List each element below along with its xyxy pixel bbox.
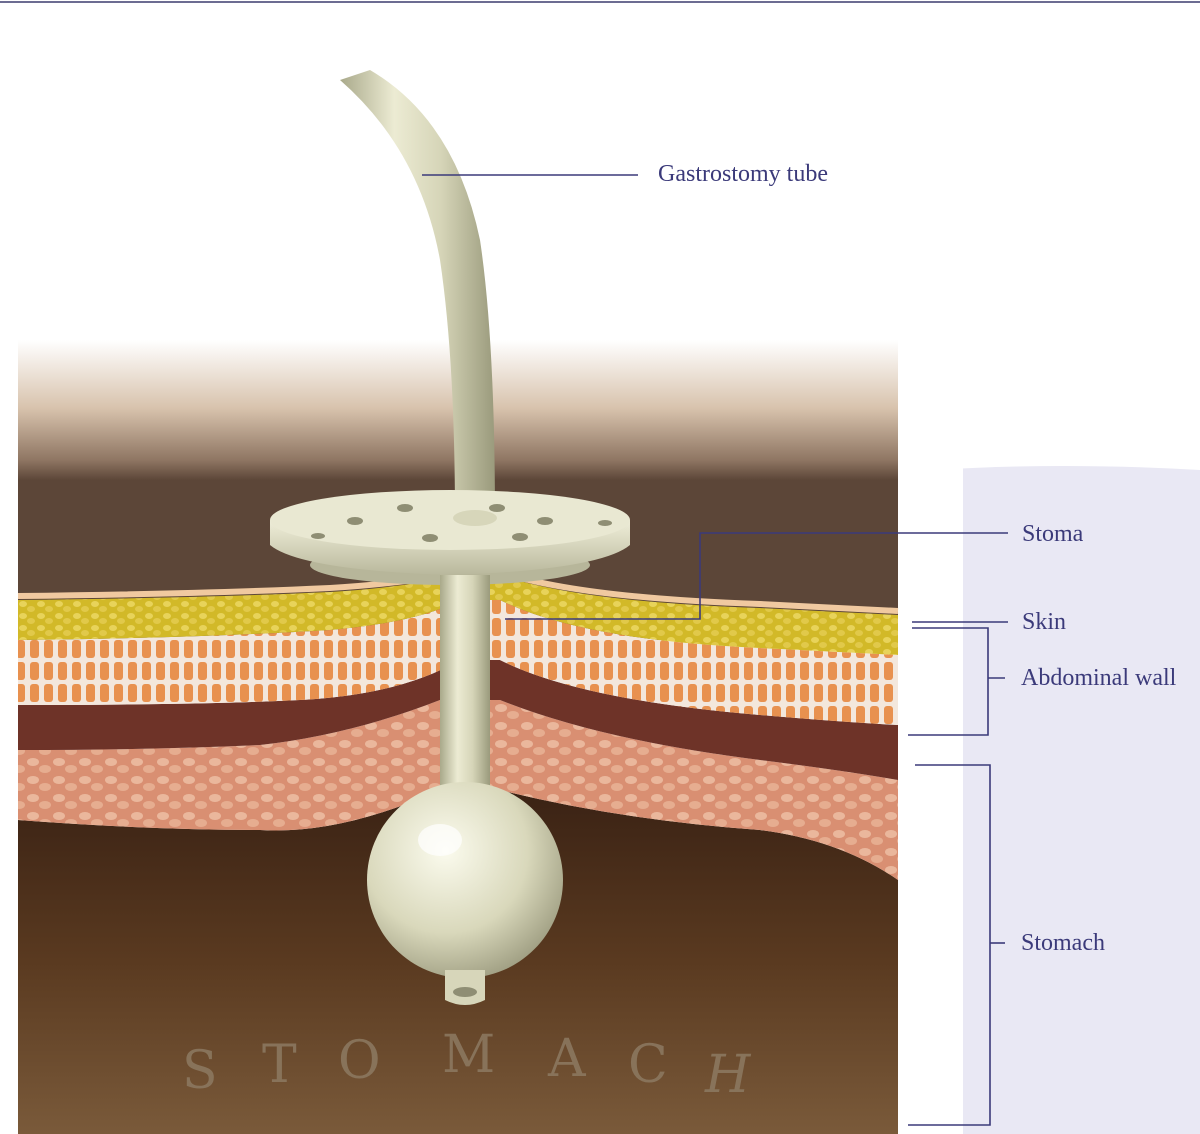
side-panel (935, 466, 1200, 1134)
fat-layer (18, 575, 898, 655)
watermark-letter: T (262, 1035, 297, 1095)
label-abdominal-wall: Abdominal wall (1021, 666, 1177, 690)
label-stomach: Stomach (1021, 930, 1105, 956)
watermark-letter: O (338, 1031, 381, 1091)
label-gastrostomy-tube: Gastrostomy tube (658, 161, 828, 187)
watermark-letter: M (442, 1025, 495, 1085)
bolster-holes (311, 504, 612, 542)
external-bolster-disc (270, 490, 630, 550)
bracket-abdominal-wall (908, 627, 989, 736)
label-stoma: Stoma (1022, 521, 1084, 547)
label-skin: Skin (1022, 609, 1067, 635)
gastrostomy-tube-lower-shaft (440, 575, 490, 810)
watermark-letter: A (547, 1029, 587, 1089)
watermark-letter: S (182, 1041, 218, 1101)
muscle-layer (18, 600, 898, 725)
leader-lines (422, 174, 1008, 1126)
watermark-letter: H (704, 1045, 752, 1105)
bracket-stomach (908, 764, 991, 1126)
watermark-letter: C (628, 1035, 668, 1095)
gastrostomy-tube-shaft (340, 70, 495, 520)
internal-balloon (367, 782, 563, 978)
stomach-watermark: S T O M A C H (182, 1025, 752, 1105)
leader-stoma (505, 532, 1008, 620)
